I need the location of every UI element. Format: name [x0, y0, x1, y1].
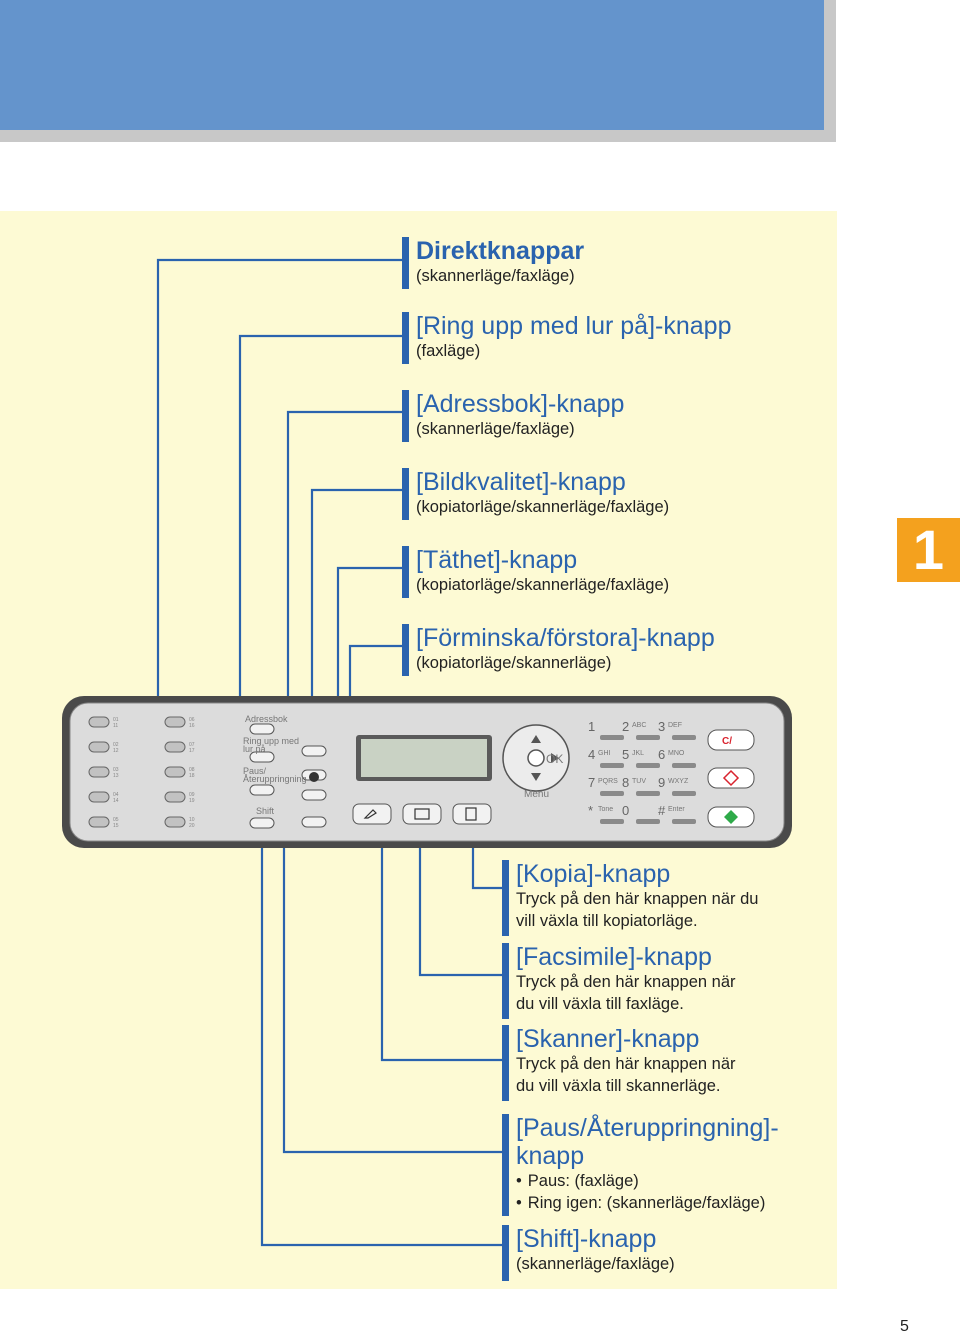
one-touch-number: 13 — [113, 773, 119, 779]
keypad-key-*: * — [588, 803, 593, 818]
one-touch-number: 02 — [113, 742, 119, 748]
keypad-letters-4: GHI — [598, 750, 611, 757]
callout-sub: (skannerläge/faxläge) — [416, 267, 575, 285]
paus-label-1: Paus/ — [243, 766, 267, 776]
ring-upp-label-1: Ring upp med — [243, 736, 299, 746]
keypad-letters-#: Enter — [668, 806, 685, 813]
one-touch-number: 16 — [189, 723, 195, 729]
callout-title: [Täthet]-knapp — [416, 546, 578, 574]
one-touch-number: 14 — [113, 798, 119, 804]
callout-line: vill växla till kopiatorläge. — [516, 912, 698, 930]
keypad-key-2: 2 — [622, 719, 629, 734]
paus-label-2: Återuppringning — [243, 774, 307, 784]
keypad-key-1: 1 — [588, 719, 595, 734]
page-number: 5 — [900, 1318, 909, 1335]
keypad-key-5: 5 — [622, 747, 629, 762]
one-touch-button-08 — [164, 766, 186, 778]
one-touch-number: 19 — [189, 798, 195, 804]
keypad-letters-7: PQRS — [598, 778, 618, 785]
one-touch-number: 05 — [113, 817, 119, 823]
one-touch-button-09 — [164, 791, 186, 803]
one-touch-button-05 — [88, 816, 110, 828]
clear-stop-label: C/ — [722, 736, 732, 747]
chapter-tab: 1 — [897, 518, 960, 582]
one-touch-button-04 — [88, 791, 110, 803]
keypad-letters-*: Tone — [598, 806, 613, 813]
one-touch-number: 10 — [189, 817, 195, 823]
keypad-letters-8: TUV — [632, 778, 646, 785]
callout-sub: (kopiatorläge/skannerläge/faxläge) — [416, 498, 670, 516]
keypad-key-0: 0 — [622, 803, 629, 818]
one-touch-number: 03 — [113, 767, 119, 773]
one-touch-number: 04 — [113, 792, 119, 798]
callout-sub: (faxläge) — [416, 342, 481, 360]
header-band-blue — [0, 0, 824, 130]
one-touch-number: 01 — [113, 717, 119, 723]
callout-title: [Adressbok]-knapp — [416, 390, 625, 418]
one-touch-button-03 — [88, 766, 110, 778]
ring-upp-label-2: lur på — [243, 744, 266, 754]
keypad-key-7: 7 — [588, 775, 595, 790]
one-touch-button-07 — [164, 741, 186, 753]
callout-title: [Paus/Återuppringning]- — [516, 1114, 779, 1142]
callout-title: [Bildkvalitet]-knapp — [416, 468, 626, 496]
keypad-letters-2: ABC — [632, 722, 646, 729]
callout-title: [Förminska/förstora]-knapp — [416, 624, 715, 652]
adressbok-label: Adressbok — [245, 714, 288, 724]
callout-sub: (skannerläge/faxläge) — [516, 1255, 675, 1273]
keypad-key-#: # — [658, 803, 666, 818]
callout-title: [Skanner]-knapp — [516, 1025, 700, 1053]
callout-bullet: Paus: (faxläge) — [516, 1170, 779, 1192]
one-touch-number: 20 — [189, 823, 195, 829]
shift-label: Shift — [256, 806, 275, 816]
one-touch-number: 11 — [113, 723, 118, 729]
keypad-letters-6: MNO — [668, 750, 685, 757]
callout-sub: (skannerläge/faxläge) — [416, 420, 575, 438]
callout-title: knapp — [516, 1142, 585, 1170]
callout-sub: (kopiatorläge/skannerläge) — [416, 654, 612, 672]
callout-sub: (kopiatorläge/skannerläge/faxläge) — [416, 576, 670, 594]
keypad-key-8: 8 — [622, 775, 629, 790]
keypad-letters-3: DEF — [668, 722, 682, 729]
one-touch-number: 07 — [189, 742, 195, 748]
callout-title: [Shift]-knapp — [516, 1225, 657, 1253]
menu-label: Menu — [524, 789, 549, 800]
callout-line: du vill växla till faxläge. — [516, 995, 684, 1013]
one-touch-number: 09 — [189, 792, 195, 798]
header-band — [0, 0, 836, 142]
one-touch-number: 06 — [189, 717, 195, 723]
ok-label: OK — [546, 752, 563, 766]
one-touch-number: 17 — [189, 748, 195, 754]
one-touch-button-10 — [164, 816, 186, 828]
keypad-key-3: 3 — [658, 719, 665, 734]
callout-title: [Facsimile]-knapp — [516, 943, 712, 971]
one-touch-button-02 — [88, 741, 110, 753]
callout-title: Direktknappar — [416, 237, 585, 265]
callout-line: Tryck på den här knappen när du — [516, 890, 759, 908]
callout-line: du vill växla till skannerläge. — [516, 1077, 721, 1095]
callout-line: Tryck på den här knappen när — [516, 973, 736, 991]
one-touch-button-01 — [88, 716, 110, 728]
one-touch-number: 18 — [189, 773, 195, 779]
keypad-key-4: 4 — [588, 747, 595, 762]
one-touch-number: 15 — [113, 823, 119, 829]
keypad-letters-9: WXYZ — [668, 778, 689, 785]
keypad-letters-5: JKL — [632, 750, 644, 757]
callout-title: [Kopia]-knapp — [516, 860, 671, 888]
one-touch-button-06 — [164, 716, 186, 728]
keypad-key-9: 9 — [658, 775, 665, 790]
callout-title: [Ring upp med lur på]-knapp — [416, 312, 732, 340]
one-touch-number: 12 — [113, 748, 119, 754]
one-touch-number: 08 — [189, 767, 195, 773]
callout-line: Tryck på den här knappen när — [516, 1055, 736, 1073]
keypad-key-6: 6 — [658, 747, 665, 762]
callout-bullet: Ring igen: (skannerläge/faxläge) — [516, 1192, 779, 1214]
